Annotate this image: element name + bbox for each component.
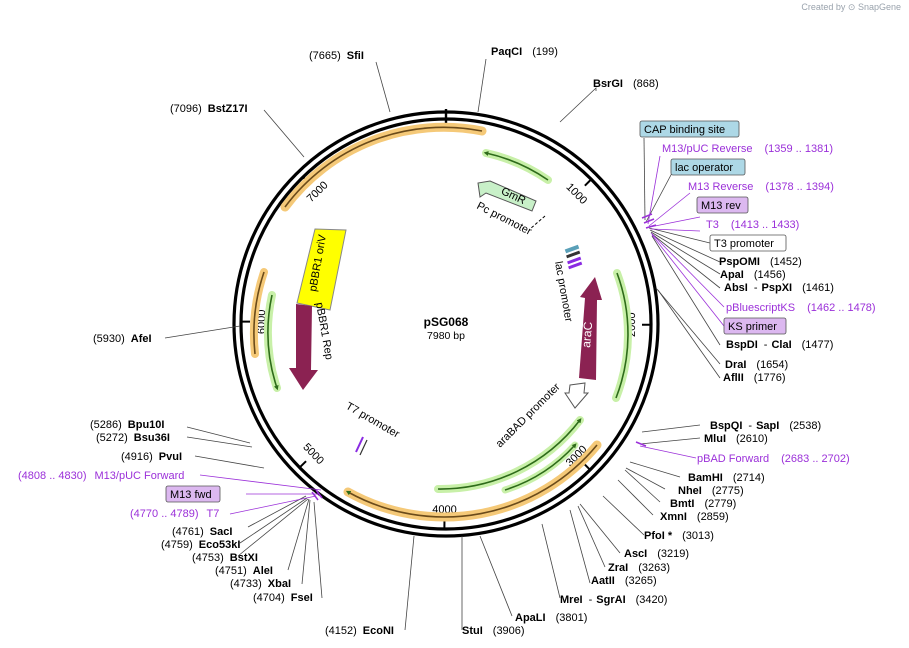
- enzyme-pspomi[interactable]: PspOMI(1452): [719, 256, 802, 268]
- enzyme-asci[interactable]: AscI(3219): [624, 548, 689, 560]
- primer-m13-puc-forward[interactable]: (4808 .. 4830)M13/pUC Forward: [18, 470, 184, 482]
- pbbr1-oriv[interactable]: pBBR1 oriV: [296, 228, 347, 311]
- enzyme-saci[interactable]: (4761)SacI: [172, 526, 232, 538]
- cap-binding-site-box[interactable]: CAP binding site: [639, 120, 740, 138]
- lac-promoter-label: lac promoter: [552, 260, 574, 323]
- t3-promoter-box[interactable]: T3 promoter: [709, 234, 787, 252]
- enzyme-nhei[interactable]: NheI(2775): [678, 485, 744, 497]
- arabad-promoter-arrow[interactable]: [564, 382, 590, 409]
- cap-binding-site-label: CAP binding site: [644, 124, 725, 136]
- green-arc-left[interactable]: [264, 291, 281, 392]
- enzyme-apai[interactable]: ApaI(1456): [720, 269, 786, 281]
- tick-mark: [584, 177, 593, 187]
- credit-brand: SnapGene: [857, 2, 901, 12]
- ks-primer-label: KS primer: [728, 321, 777, 333]
- t7-promoter-label: T7 promoter: [344, 400, 402, 441]
- lac-region-marks: [564, 244, 583, 270]
- green-arc-bottom-outer[interactable]: [434, 416, 584, 494]
- enzyme-xbai[interactable]: (4733)XbaI: [230, 578, 291, 590]
- enzyme-absi[interactable]: AbsI-PspXI(1461): [724, 282, 834, 294]
- enzyme-bspdi[interactable]: BspDI-ClaI(1477): [726, 339, 833, 351]
- credit-text: Created by: [801, 2, 846, 12]
- primer-site-marks: [311, 213, 657, 501]
- pc-promoter-mark: [529, 215, 546, 230]
- enzyme-bspqi[interactable]: BspQI-SapI(2538): [710, 420, 821, 432]
- enzyme-mlui[interactable]: MluI(2610): [704, 433, 768, 445]
- m13-fwd-label: M13 fwd: [170, 489, 212, 501]
- primer-labels: M13/pUC Reverse(1359 .. 1381) M13 Revers…: [18, 143, 876, 520]
- enzyme-bstz17i[interactable]: (7096)BstZ17I: [170, 103, 248, 115]
- primer-m13-puc-reverse[interactable]: M13/pUC Reverse(1359 .. 1381): [662, 143, 833, 155]
- primer-t3[interactable]: T3(1413 .. 1433): [706, 219, 799, 231]
- ks-primer-box[interactable]: KS primer: [723, 317, 787, 335]
- m13-rev-box[interactable]: M13 rev: [696, 196, 749, 214]
- primer-pbad-forward[interactable]: pBAD Forward(2683 .. 2702): [697, 453, 850, 465]
- enzyme-pfoi[interactable]: PfoI *(3013): [644, 530, 714, 542]
- enzyme-bmti[interactable]: BmtI(2779): [670, 498, 736, 510]
- enzyme-aflii[interactable]: AflII(1776): [723, 372, 786, 384]
- snapgene-logo-icon: ⊙: [847, 2, 856, 12]
- arac-label: araC: [579, 321, 595, 348]
- enzyme-bpu10i[interactable]: (5286)Bpu10I: [90, 419, 164, 431]
- enzyme-paqci[interactable]: PaqCI(199): [491, 46, 558, 58]
- pbbr1-rep[interactable]: [289, 304, 318, 390]
- enzyme-fsei[interactable]: (4704)FseI: [253, 592, 313, 604]
- primer-leader-lines: [199, 155, 725, 515]
- enzyme-aatii[interactable]: AatII(3265): [591, 575, 657, 587]
- enzyme-mrei[interactable]: MreI-SgrAI(3420): [560, 594, 667, 606]
- t3-promoter-label: T3 promoter: [714, 238, 774, 250]
- tick-mark: [298, 460, 307, 469]
- primer-m13-reverse[interactable]: M13 Reverse(1378 .. 1394): [688, 181, 834, 193]
- enzyme-sfii[interactable]: (7665)SfiI: [309, 50, 364, 62]
- green-arc-right[interactable]: [612, 269, 632, 402]
- enzyme-bsu36i[interactable]: (5272)Bsu36I: [96, 432, 170, 444]
- green-arc-top[interactable]: [482, 149, 552, 184]
- enzyme-afei[interactable]: (5930)AfeI: [93, 333, 152, 345]
- enzyme-drai[interactable]: DraI(1654): [725, 359, 788, 371]
- enzyme-econi[interactable]: (4152)EcoNI: [325, 625, 394, 637]
- enzyme-labels: PaqCI(199) BsrGI(868) (7665)SfiI (7096)B…: [90, 46, 834, 637]
- lac-operator-label: lac operator: [675, 162, 733, 174]
- enzyme-apali[interactable]: ApaLI(3801): [515, 612, 587, 624]
- enzyme-bamhi[interactable]: BamHI(2714): [688, 472, 765, 484]
- enzyme-bsrgi[interactable]: BsrGI(868): [593, 78, 659, 90]
- snapgene-credit: Created by ⊙ SnapGene: [801, 2, 901, 13]
- enzyme-alei[interactable]: (4751)AleI: [215, 565, 273, 577]
- plasmid-name: pSG068: [424, 315, 469, 329]
- enzyme-bstxi[interactable]: (4753)BstXI: [192, 552, 258, 564]
- m13-fwd-box[interactable]: M13 fwd: [165, 485, 221, 503]
- orange-arc-top[interactable]: [280, 122, 487, 212]
- enzyme-xmni[interactable]: XmnI(2859): [660, 511, 729, 523]
- primer-t7[interactable]: (4770 .. 4789)T7: [130, 508, 219, 520]
- plasmid-length: 7980 bp: [427, 330, 465, 342]
- orange-arc-left[interactable]: [249, 268, 268, 358]
- enzyme-stui[interactable]: StuI(3906): [462, 625, 525, 637]
- enzyme-eco53ki[interactable]: (4759)Eco53kI: [161, 539, 240, 551]
- lac-operator-box[interactable]: lac operator: [670, 158, 746, 176]
- arac-gene[interactable]: araC: [579, 277, 602, 380]
- t7-marks: [355, 436, 368, 456]
- enzyme-pvui[interactable]: (4916)PvuI: [121, 451, 182, 463]
- pbbr1-rep-label: pBBR1 Rep: [313, 301, 335, 360]
- orange-arc-bottom[interactable]: [343, 440, 602, 522]
- arabad-promoter-label: araBAD promoter: [494, 381, 563, 450]
- green-arc-bottom-inner[interactable]: [501, 441, 579, 494]
- primer-pbluescriptks[interactable]: pBluescriptKS(1462 .. 1478): [726, 302, 876, 314]
- enzyme-zrai[interactable]: ZraI(3263): [608, 562, 670, 574]
- m13-rev-label: M13 rev: [701, 200, 741, 212]
- leader-lines: [164, 58, 721, 631]
